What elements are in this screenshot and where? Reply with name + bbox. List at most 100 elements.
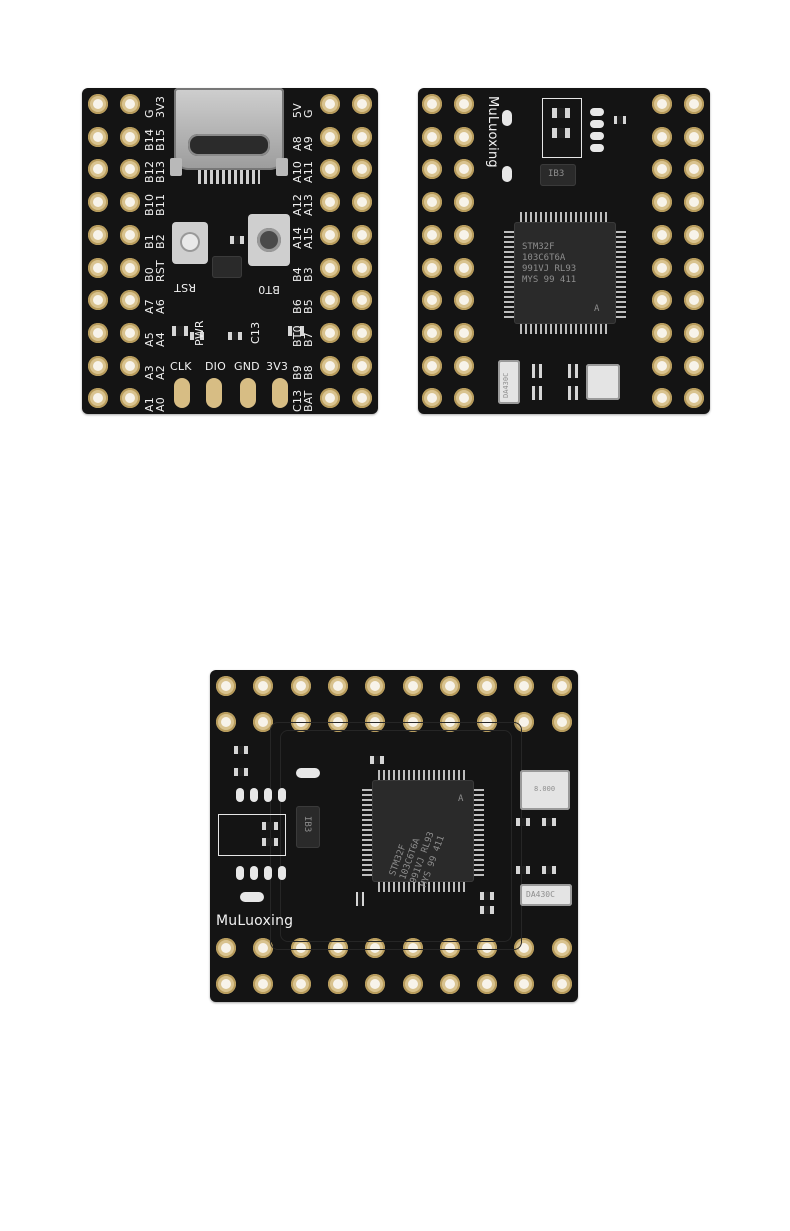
pin-label: A4 — [154, 331, 167, 347]
crystal-32k: DA430C — [498, 360, 520, 404]
through-hole-pad — [652, 355, 672, 376]
pin-label: A13 — [302, 193, 315, 217]
smd-pad — [502, 166, 512, 182]
through-hole-pad — [352, 94, 372, 114]
through-hole-pad — [422, 94, 442, 114]
pin-label: BAT — [302, 390, 315, 413]
through-hole-pad — [684, 192, 704, 213]
pin-label: A11 — [302, 161, 315, 184]
through-hole-pad — [352, 322, 372, 343]
smd-resistor — [230, 236, 245, 244]
through-hole-pad — [422, 192, 442, 213]
smd-capacitor — [532, 364, 542, 378]
crystal-label: DA430C — [502, 372, 510, 398]
smd-capacitor — [480, 892, 495, 900]
through-hole-pad — [320, 192, 340, 213]
pin-label: B11 — [154, 193, 167, 217]
through-hole-pad — [120, 322, 140, 343]
through-hole-pad — [652, 290, 672, 311]
voltage-regulator-chip — [212, 256, 242, 278]
smd-capacitor — [480, 906, 495, 914]
through-hole-pad — [684, 224, 704, 245]
through-hole-pad — [477, 676, 498, 696]
through-hole-pad — [327, 676, 348, 696]
through-hole-pad — [120, 355, 140, 376]
through-hole-pad — [652, 257, 672, 278]
through-hole-pad — [216, 676, 236, 696]
through-hole-pad — [514, 974, 535, 994]
pin-label: B8 — [302, 364, 315, 380]
through-hole-pad — [477, 974, 498, 994]
through-hole-pad — [551, 712, 572, 732]
through-hole-pad — [422, 322, 442, 343]
through-hole-pad — [216, 974, 236, 994]
through-hole-pad — [454, 388, 474, 409]
through-hole-pad — [120, 94, 140, 114]
through-hole-pad — [120, 126, 140, 147]
through-hole-pad — [253, 712, 274, 732]
swd-pad — [174, 378, 190, 408]
through-hole-pad — [253, 974, 274, 994]
through-hole-pad — [652, 192, 672, 213]
through-hole-pad — [216, 712, 236, 732]
through-hole-pad — [120, 224, 140, 245]
smd-component — [262, 822, 278, 830]
smd-pad — [250, 788, 258, 802]
swd-label-dio: DIO — [205, 360, 226, 373]
through-hole-pad — [402, 938, 423, 958]
mcu-stm32-package: STM32F 103C6T6A 991VJ RL93 MYS 99 411 A — [498, 206, 632, 340]
through-hole-pad — [684, 388, 704, 409]
through-hole-pad — [684, 126, 704, 147]
through-hole-pad — [120, 159, 140, 180]
through-hole-pad — [216, 938, 236, 958]
swd-label-clk: CLK — [170, 360, 192, 373]
through-hole-pad — [320, 322, 340, 343]
crystal-label: 8.000 — [534, 785, 556, 793]
through-hole-pad — [684, 257, 704, 278]
through-hole-pad — [365, 974, 386, 994]
through-hole-pad — [454, 159, 474, 180]
through-hole-pad — [88, 126, 108, 147]
through-hole-pad — [439, 676, 460, 696]
pin-label: A9 — [302, 135, 315, 151]
pin-label: B15 — [154, 128, 167, 151]
through-hole-pad — [454, 94, 474, 114]
through-hole-pad — [352, 290, 372, 311]
through-hole-pad — [120, 388, 140, 409]
through-hole-pad — [88, 192, 108, 213]
smd-capacitor — [542, 866, 557, 874]
through-hole-pad — [454, 355, 474, 376]
pin-label: B2 — [154, 233, 167, 249]
through-hole-pad — [327, 974, 348, 994]
through-hole-pad — [88, 355, 108, 376]
through-hole-pad — [88, 388, 108, 409]
through-hole-pad — [684, 159, 704, 180]
swd-pad — [206, 378, 222, 408]
through-hole-pad — [454, 192, 474, 213]
pin-label: B7 — [302, 331, 315, 347]
reset-button[interactable] — [172, 222, 208, 264]
smd-pad — [296, 768, 320, 778]
through-hole-pad — [652, 322, 672, 343]
smd-capacitor — [542, 818, 557, 826]
through-hole-pad — [684, 322, 704, 343]
smd-capacitor — [568, 364, 578, 378]
pcb-board-back-view: MuLuoxing IB3 STM32F 103C6T6A 991VJ RL93… — [418, 88, 710, 414]
through-hole-pad — [327, 938, 348, 958]
brand-label: MuLuoxing — [485, 96, 500, 168]
smd-pad — [236, 788, 244, 802]
usb-c-connector — [170, 88, 288, 188]
through-hole-pad — [290, 974, 311, 994]
through-hole-pad — [320, 224, 340, 245]
smd-pad — [278, 866, 286, 880]
smd-resistor — [234, 768, 249, 776]
smd-capacitor — [370, 756, 385, 764]
diode-label: IB3 — [302, 816, 312, 833]
smd-capacitor — [568, 386, 578, 400]
smd-capacitor — [356, 892, 364, 906]
pin-label: A15 — [302, 226, 315, 249]
boot0-button[interactable] — [248, 214, 290, 266]
swd-pad — [240, 378, 256, 408]
through-hole-pad — [320, 257, 340, 278]
